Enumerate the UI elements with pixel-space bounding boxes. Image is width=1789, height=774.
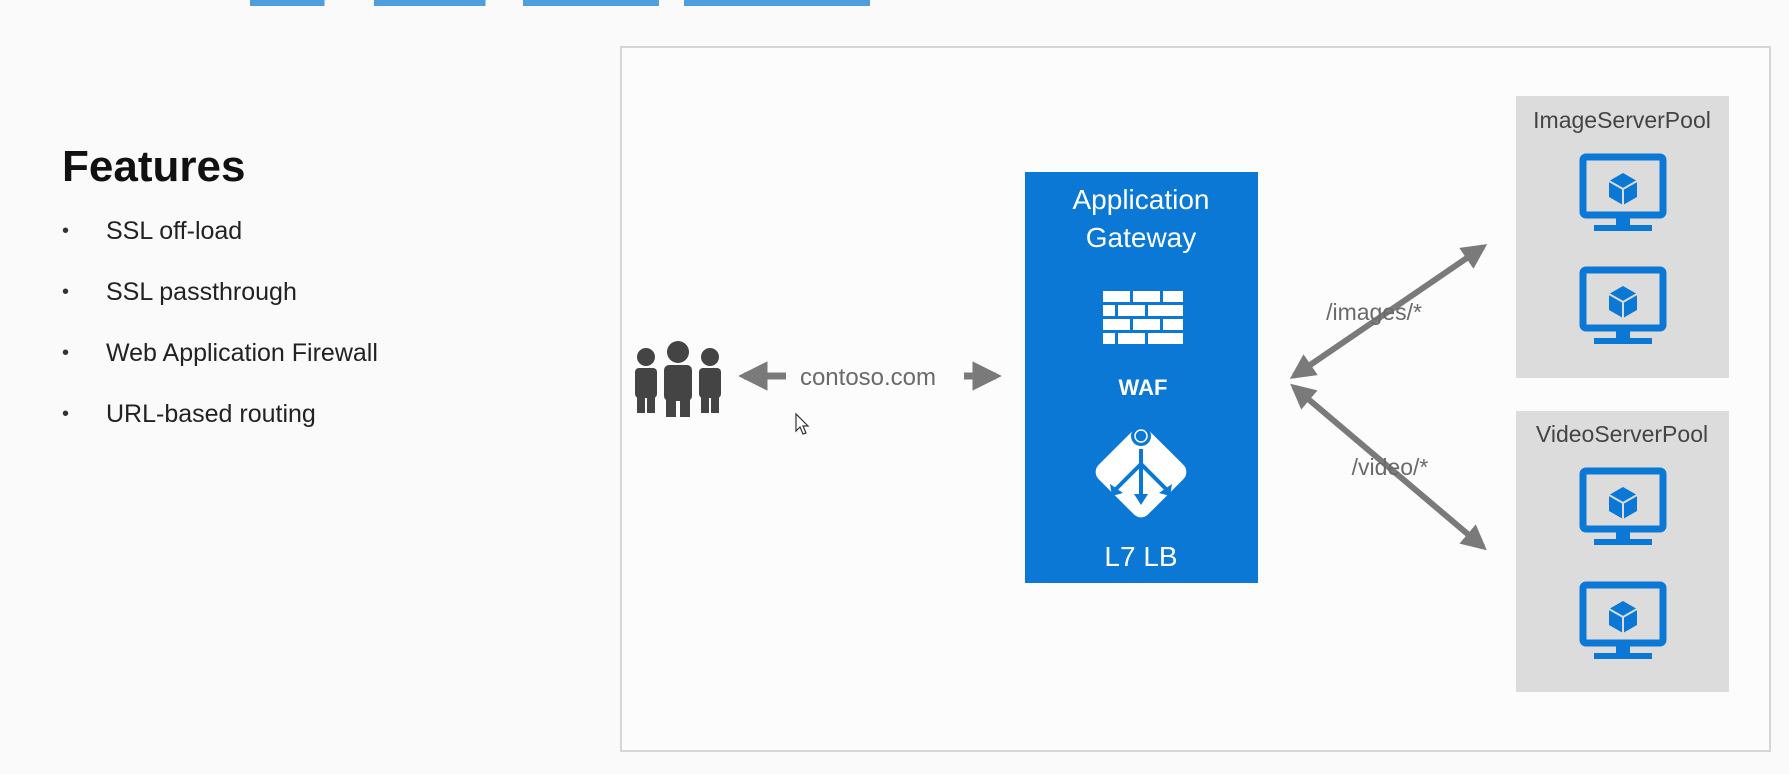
image-pool-name: ImageServerPool — [1533, 107, 1711, 133]
images-route-label: /images/* — [1326, 299, 1422, 325]
load-balancer-icon — [1095, 426, 1187, 518]
lb-label: L7 LB — [1104, 541, 1177, 572]
routing-arrows: /images/* /video/* — [1289, 244, 1488, 551]
video-route-label: /video/* — [1352, 454, 1429, 480]
vm-icon — [1579, 266, 1667, 344]
image-server-pool: ImageServerPool — [1516, 96, 1729, 378]
images-route-arrow — [1289, 244, 1488, 379]
vm-icon — [1579, 581, 1667, 659]
feature-item-waf: Web Application Firewall — [62, 338, 582, 399]
feature-item-url-routing: URL-based routing — [62, 399, 582, 460]
vm-icon — [1579, 467, 1667, 545]
feature-item-ssl-offload: SSL off-load — [62, 216, 582, 277]
video-server-pool: VideoServerPool — [1516, 411, 1729, 692]
gateway-title-line2: Gateway — [1086, 222, 1197, 253]
vm-icon — [1579, 153, 1667, 231]
video-route-arrow — [1290, 383, 1487, 551]
waf-label: WAF — [1119, 375, 1168, 400]
mouse-cursor-icon — [795, 412, 810, 435]
client-link-label: contoso.com — [800, 364, 936, 391]
firewall-icon — [1103, 291, 1183, 344]
slide-title-fragment — [250, 0, 870, 6]
features-panel: Features SSL off-load SSL passthrough We… — [62, 142, 582, 460]
features-heading: Features — [62, 142, 246, 191]
video-pool-name: VideoServerPool — [1536, 421, 1708, 447]
features-list: SSL off-load SSL passthrough Web Applica… — [62, 216, 582, 460]
users-icon — [635, 341, 721, 417]
feature-item-ssl-passthrough: SSL passthrough — [62, 277, 582, 338]
application-gateway: Application Gateway WAF — [1025, 172, 1258, 583]
gateway-title-line1: Application — [1073, 184, 1210, 215]
client-gateway-link: contoso.com — [738, 361, 1002, 391]
